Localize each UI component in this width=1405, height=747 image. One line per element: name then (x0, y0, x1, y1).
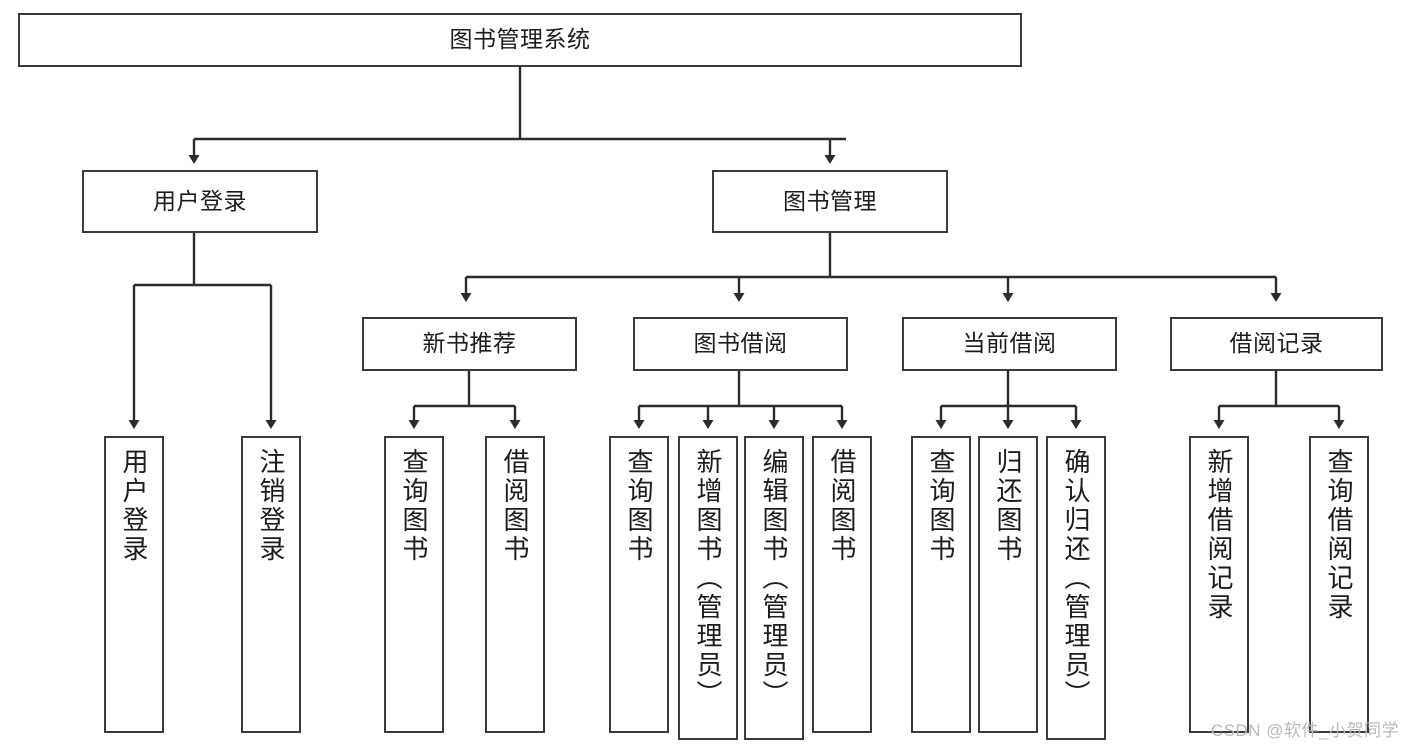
node-leaf-return-book[interactable]: 归还图书 (978, 436, 1038, 733)
node-book-borrow[interactable]: 图书借阅 (633, 317, 848, 371)
node-book-manage[interactable]: 图书管理 (712, 170, 948, 233)
node-leaf-borrow-book-2[interactable]: 借阅图书 (812, 436, 872, 733)
node-leaf-user-login-label: 用户登录 (119, 448, 149, 564)
node-leaf-add-record[interactable]: 新增借阅记录 (1189, 436, 1249, 733)
node-root[interactable]: 图书管理系统 (18, 13, 1022, 67)
node-leaf-query-book-1-label: 查询图书 (399, 448, 429, 564)
node-leaf-logout-login-label: 注销登录 (256, 448, 286, 564)
node-borrow-record-label: 借阅记录 (1229, 330, 1324, 357)
node-leaf-query-book-3[interactable]: 查询图书 (911, 436, 971, 733)
node-user-login[interactable]: 用户登录 (82, 170, 318, 233)
node-leaf-borrow-book-1[interactable]: 借阅图书 (485, 436, 545, 733)
node-leaf-query-record[interactable]: 查询借阅记录 (1309, 436, 1369, 733)
node-leaf-edit-book[interactable]: 编辑图书（管理员） (744, 436, 804, 740)
node-leaf-confirm-return-label: 确认归还（管理员） (1061, 448, 1091, 709)
node-current-borrow[interactable]: 当前借阅 (902, 317, 1117, 371)
node-new-book-rec-label: 新书推荐 (422, 330, 517, 357)
node-book-manage-label: 图书管理 (783, 187, 877, 214)
node-leaf-logout-login[interactable]: 注销登录 (241, 436, 301, 733)
node-leaf-user-login[interactable]: 用户登录 (104, 436, 164, 733)
node-leaf-add-book-label: 新增图书（管理员） (693, 448, 723, 709)
node-user-login-label: 用户登录 (153, 187, 247, 214)
node-leaf-add-record-label: 新增借阅记录 (1204, 448, 1234, 622)
node-leaf-query-book-1[interactable]: 查询图书 (384, 436, 444, 733)
node-root-label: 图书管理系统 (449, 26, 591, 53)
node-leaf-edit-book-label: 编辑图书（管理员） (759, 448, 789, 709)
node-leaf-query-book-3-label: 查询图书 (926, 448, 956, 564)
node-leaf-borrow-book-2-label: 借阅图书 (827, 448, 857, 564)
node-borrow-record[interactable]: 借阅记录 (1170, 317, 1383, 371)
node-book-borrow-label: 图书借阅 (693, 330, 788, 357)
node-leaf-query-book-2[interactable]: 查询图书 (609, 436, 669, 733)
node-new-book-rec[interactable]: 新书推荐 (362, 317, 577, 371)
node-leaf-confirm-return[interactable]: 确认归还（管理员） (1046, 436, 1106, 740)
node-leaf-add-book[interactable]: 新增图书（管理员） (678, 436, 738, 740)
node-leaf-query-record-label: 查询借阅记录 (1324, 448, 1354, 622)
watermark: CSDN @软件_小贺同学 (1210, 721, 1399, 740)
node-current-borrow-label: 当前借阅 (962, 330, 1057, 357)
node-leaf-return-book-label: 归还图书 (993, 448, 1023, 564)
node-leaf-query-book-2-label: 查询图书 (624, 448, 654, 564)
node-leaf-borrow-book-1-label: 借阅图书 (500, 448, 530, 564)
